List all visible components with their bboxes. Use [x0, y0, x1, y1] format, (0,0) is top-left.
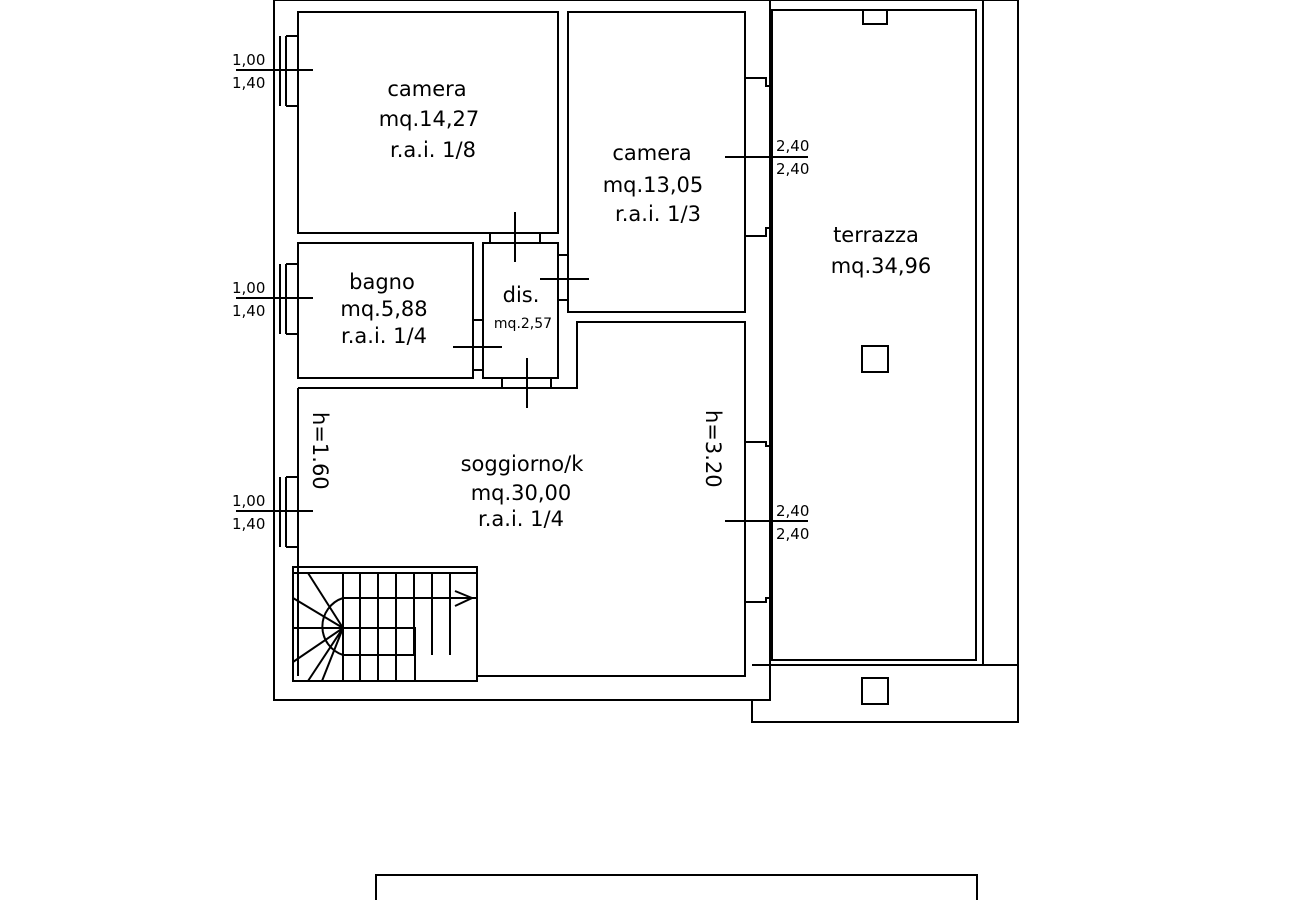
window-height: 1,40 — [232, 74, 265, 92]
room-area: mq.2,57 — [494, 316, 552, 332]
room-name: bagno — [349, 270, 415, 294]
room-name: camera — [387, 77, 466, 101]
room-area: mq.34,96 — [831, 254, 932, 278]
door — [489, 212, 541, 262]
ceiling-height: h=3.20 — [701, 410, 725, 488]
room-area: mq.5,88 — [340, 297, 427, 321]
room-rai: r.a.i. 1/4 — [341, 324, 427, 348]
terrace-inner — [771, 9, 977, 661]
room-soggiorno — [298, 321, 746, 677]
terrace-notch — [862, 10, 888, 25]
window-height: 1,40 — [232, 302, 265, 320]
door — [501, 358, 552, 408]
window-height: 1,40 — [232, 515, 265, 533]
window-width: 2,40 — [776, 502, 809, 520]
ceiling-height: h=1.60 — [308, 412, 332, 490]
window-width: 1,00 — [232, 51, 265, 69]
door — [540, 254, 589, 301]
window-height: 2,40 — [776, 160, 809, 178]
window-height: 2,40 — [776, 525, 809, 543]
terrace-outline — [751, 0, 1019, 723]
terrace-parapet — [752, 0, 1018, 666]
staircase — [292, 566, 478, 682]
room-bagno — [297, 242, 474, 379]
room-camera-2 — [567, 11, 746, 313]
room-rai: r.a.i. 1/8 — [390, 138, 476, 162]
room-name: camera — [612, 141, 691, 165]
outer-wall — [273, 0, 771, 701]
room-dis — [482, 242, 559, 379]
room-area: mq.13,05 — [603, 173, 704, 197]
room-area: mq.14,27 — [379, 107, 480, 131]
window-width: 2,40 — [776, 137, 809, 155]
room-name: dis. — [503, 283, 540, 307]
window-left — [236, 35, 313, 548]
room-name: soggiorno/k — [461, 452, 585, 476]
lower-outline — [375, 874, 978, 900]
door — [453, 319, 502, 371]
room-area: mq.30,00 — [471, 481, 572, 505]
room-name: terrazza — [833, 223, 919, 247]
room-rai: r.a.i. 1/3 — [615, 202, 701, 226]
window-right — [725, 77, 808, 603]
pillar — [861, 345, 889, 373]
room-camera-1 — [297, 11, 559, 234]
room-rai: r.a.i. 1/4 — [478, 507, 564, 531]
pillar — [861, 677, 889, 705]
window-width: 1,00 — [232, 492, 265, 510]
window-width: 1,00 — [232, 279, 265, 297]
